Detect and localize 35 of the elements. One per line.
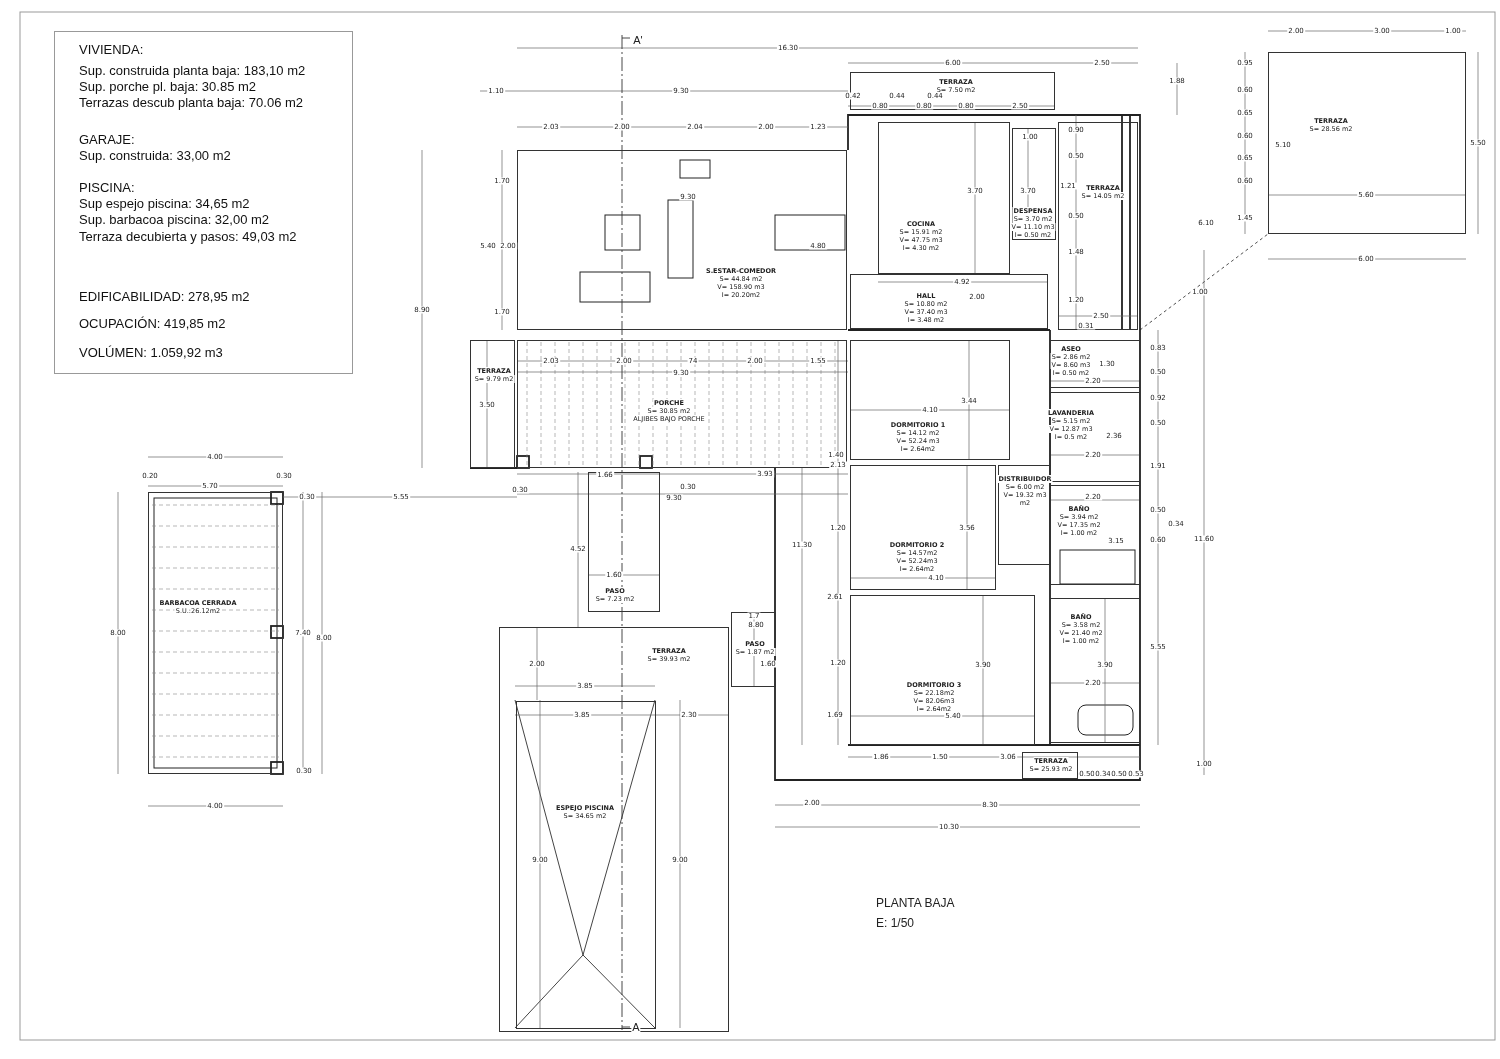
room-outline	[1268, 52, 1466, 234]
room-outline	[1022, 752, 1078, 779]
room-outline	[850, 274, 1048, 329]
info-panel	[54, 31, 353, 374]
room-outline	[516, 701, 656, 1029]
summary-line: GARAJE:	[79, 132, 135, 147]
room-outline	[998, 465, 1050, 565]
room-outline	[850, 595, 1035, 745]
room-outline	[1050, 598, 1140, 743]
room-outline	[148, 492, 283, 774]
scale-note: E: 1/50	[875, 917, 916, 929]
room-outline	[850, 465, 996, 590]
section-mark: A	[631, 1021, 641, 1033]
room-outline	[517, 150, 847, 330]
summary-line: Sup. porche pl. baja: 30.85 m2	[79, 79, 257, 94]
room-outline	[1050, 392, 1140, 482]
section-mark: A'	[632, 34, 644, 46]
summary-line: VIVIENDA:	[79, 42, 144, 57]
room-outline	[878, 122, 1010, 274]
summary-line: VOLÚMEN: 1.059,92 m3	[79, 345, 223, 360]
room-outline	[1012, 128, 1056, 240]
room-outline	[470, 340, 515, 468]
summary-line: EDIFICABILIDAD: 278,95 m2	[79, 289, 250, 304]
room-outline	[1050, 485, 1140, 585]
drawing-title: PLANTA BAJA	[875, 897, 956, 909]
room-outline	[850, 340, 1010, 460]
summary-line: Terraza decubierta y pasos: 49,03 m2	[79, 229, 297, 244]
summary-line: Sup espejo piscina: 34,65 m2	[79, 196, 250, 211]
room-outline	[499, 627, 729, 1032]
summary-line: PISCINA:	[79, 180, 135, 195]
summary-line: Sup. construida planta baja: 183,10 m2	[79, 63, 306, 78]
summary-line: Sup. construida: 33,00 m2	[79, 148, 231, 163]
summary-line: OCUPACIÓN: 419,85 m2	[79, 316, 226, 331]
summary-line: Terrazas descub planta baja: 70.06 m2	[79, 95, 304, 110]
summary-line: Sup. barbacoa piscina: 32,00 m2	[79, 212, 270, 227]
